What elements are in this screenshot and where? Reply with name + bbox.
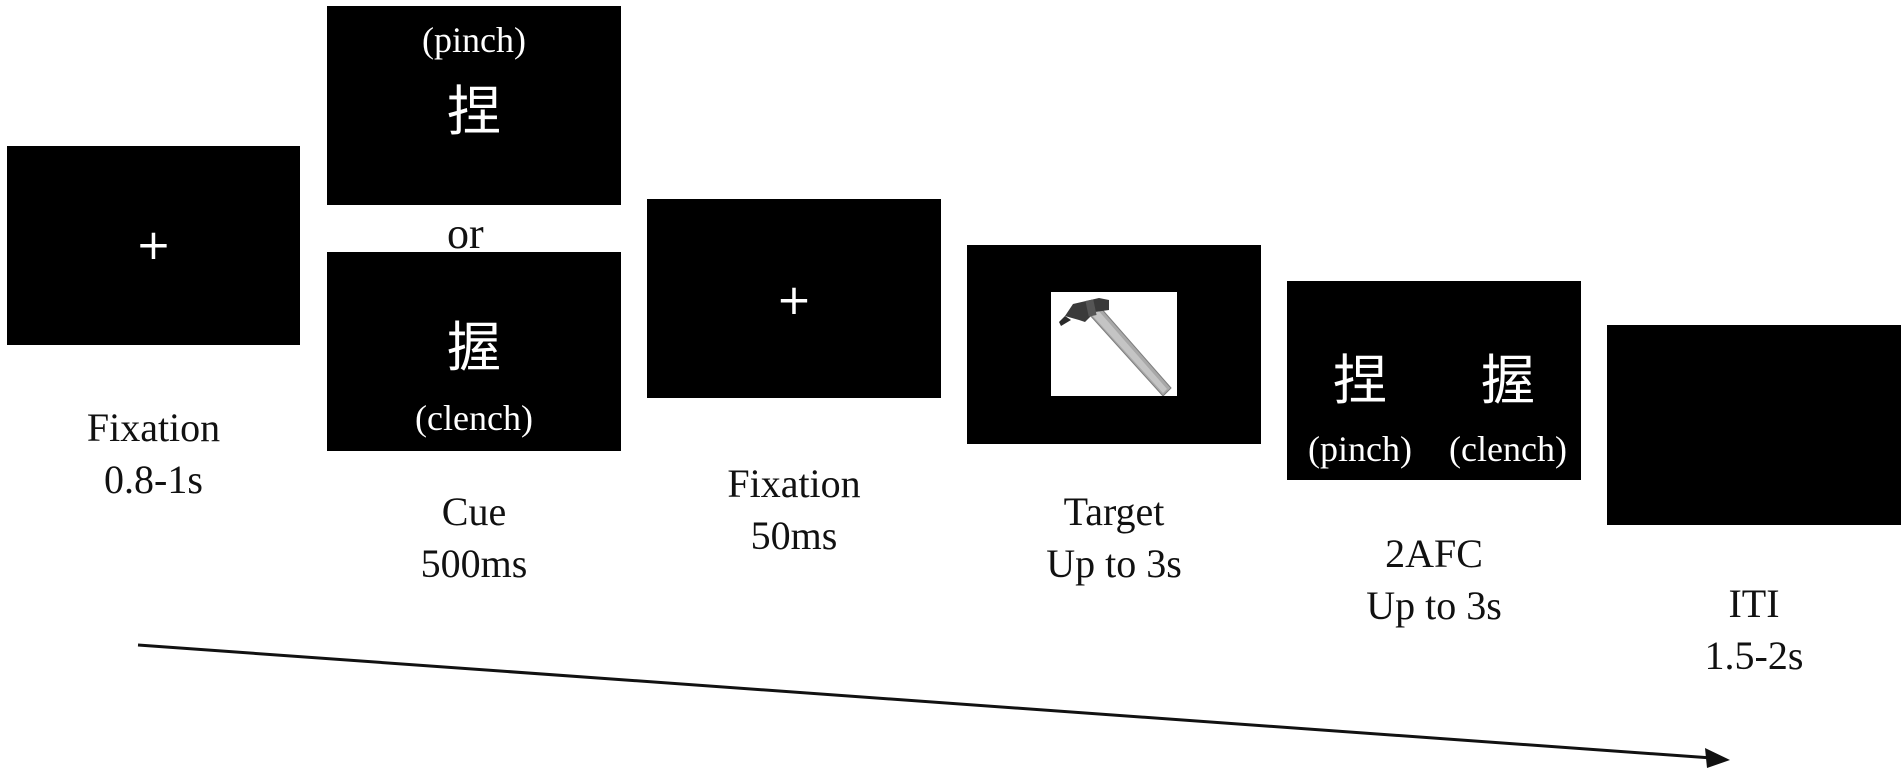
cue-screen-pinch: (pinch) 捏 — [327, 6, 621, 205]
stage-duration: 500ms — [420, 541, 528, 586]
fixation-screen-2: + — [647, 199, 941, 398]
cue-or-separator: or — [447, 209, 484, 258]
stage-duration: Up to 3s — [1046, 541, 1182, 586]
afc-gloss-clench: (clench) — [1449, 429, 1567, 469]
stage-title: Cue — [441, 489, 507, 534]
afc-screen: 捏 (pinch) 握 (clench) — [1287, 281, 1581, 480]
cue-char-clench: 握 — [447, 316, 501, 379]
stage-caption-iti: ITI 1.5-2s — [1607, 578, 1901, 682]
afc-gloss-pinch: (pinch) — [1308, 429, 1412, 469]
cue-gloss-pinch: (pinch) — [422, 20, 526, 60]
fixation-cross: + — [135, 220, 172, 269]
stage-duration: 1.5-2s — [1704, 633, 1804, 678]
afc-char-clench: 握 — [1481, 349, 1535, 412]
cue-char-pinch: 捏 — [447, 80, 501, 143]
fixation-cross: + — [776, 275, 812, 324]
cue-gloss-clench: (clench) — [415, 398, 533, 438]
target-screen — [967, 245, 1261, 444]
stage-caption-afc: 2AFC Up to 3s — [1287, 528, 1581, 632]
stage-duration: 50ms — [750, 513, 838, 558]
fixation-screen-1: + — [7, 146, 300, 345]
stage-title: ITI — [1728, 581, 1780, 626]
cue-screen-clench: 握 (clench) — [327, 252, 621, 451]
stage-title: Fixation — [86, 405, 221, 450]
afc-char-pinch: 捏 — [1333, 349, 1387, 412]
stage-title: 2AFC — [1385, 531, 1483, 576]
stage-duration: Up to 3s — [1366, 583, 1502, 628]
stage-title: Target — [1063, 489, 1165, 534]
stage-caption-cue: Cue 500ms — [327, 486, 621, 590]
target-image-frame — [1051, 292, 1177, 396]
iti-screen — [1607, 325, 1901, 525]
stage-duration: 0.8-1s — [104, 457, 203, 502]
stage-caption-fixation-2: Fixation 50ms — [647, 458, 941, 562]
hammer-icon — [1059, 298, 1172, 396]
stage-title: Fixation — [727, 461, 861, 506]
stage-caption-target: Target Up to 3s — [967, 486, 1261, 590]
stage-caption-fixation-1: Fixation 0.8-1s — [7, 402, 300, 506]
